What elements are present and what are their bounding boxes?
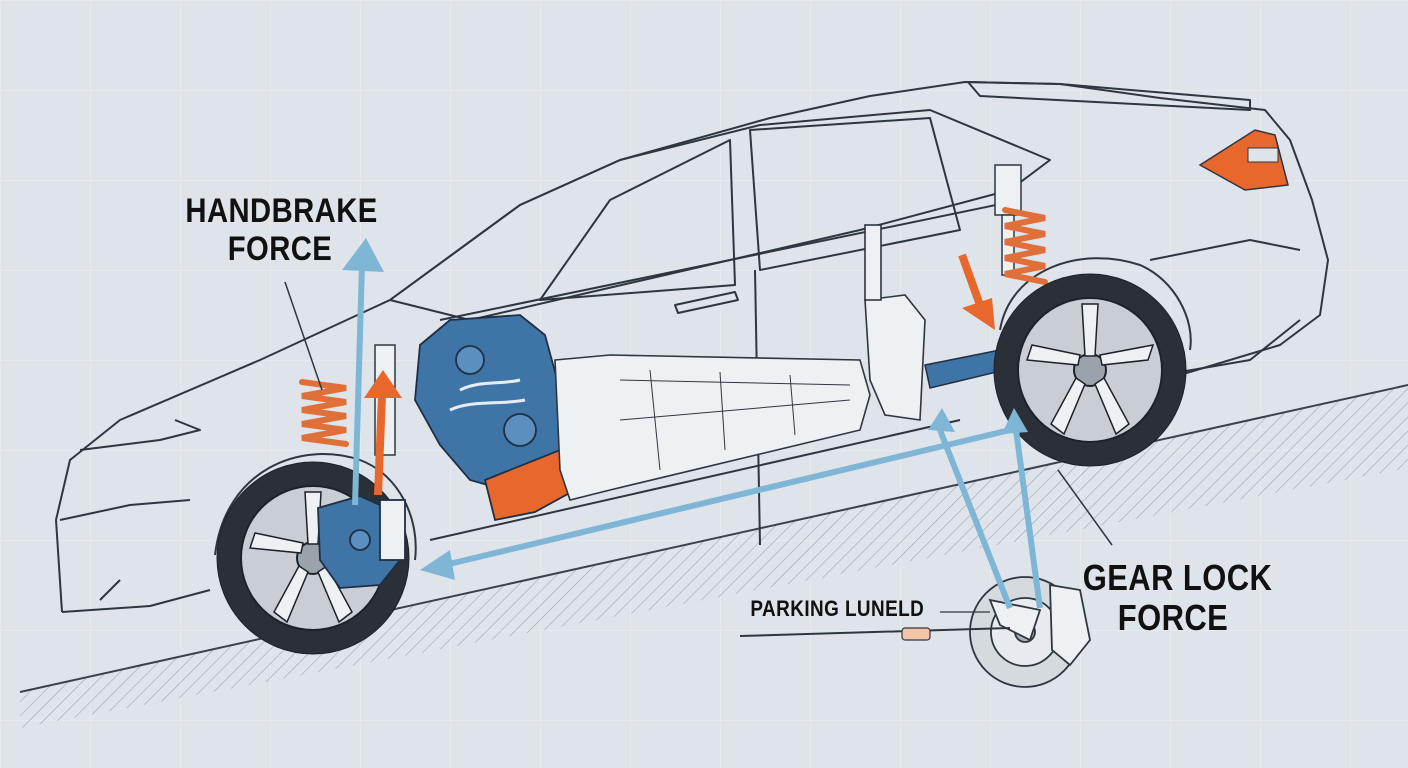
gear-lock-force-label-line2: FORCE bbox=[1117, 597, 1229, 639]
handbrake-force-label-line2: FORCE bbox=[227, 230, 333, 269]
transmission bbox=[554, 224, 926, 501]
ground-hatching bbox=[20, 385, 1408, 728]
leader-lines bbox=[284, 281, 1113, 546]
rear-suspension bbox=[994, 164, 1048, 285]
parking-cable bbox=[739, 611, 1011, 641]
gear-lock-force-label-line1: GEAR LOCK bbox=[1082, 557, 1273, 598]
handbrake-force-label: HANDBRAKE FORCE bbox=[185, 192, 378, 269]
car-body bbox=[55, 81, 1329, 613]
rear-wheel bbox=[993, 273, 1187, 467]
engine bbox=[414, 314, 577, 522]
blue-force-arrows bbox=[342, 238, 1043, 610]
parking-cable-label: PARKING LUNELD bbox=[750, 596, 925, 621]
parking-brake-assembly bbox=[969, 576, 1091, 688]
tail-light bbox=[1198, 129, 1289, 191]
slope-line bbox=[19, 384, 1408, 693]
orange-force-arrows bbox=[364, 253, 995, 496]
front-brake-caliper bbox=[317, 495, 406, 589]
gear-lock-force-label: GEAR LOCK FORCE bbox=[1082, 557, 1273, 639]
handbrake-force-label-line1: HANDBRAKE bbox=[185, 192, 378, 230]
